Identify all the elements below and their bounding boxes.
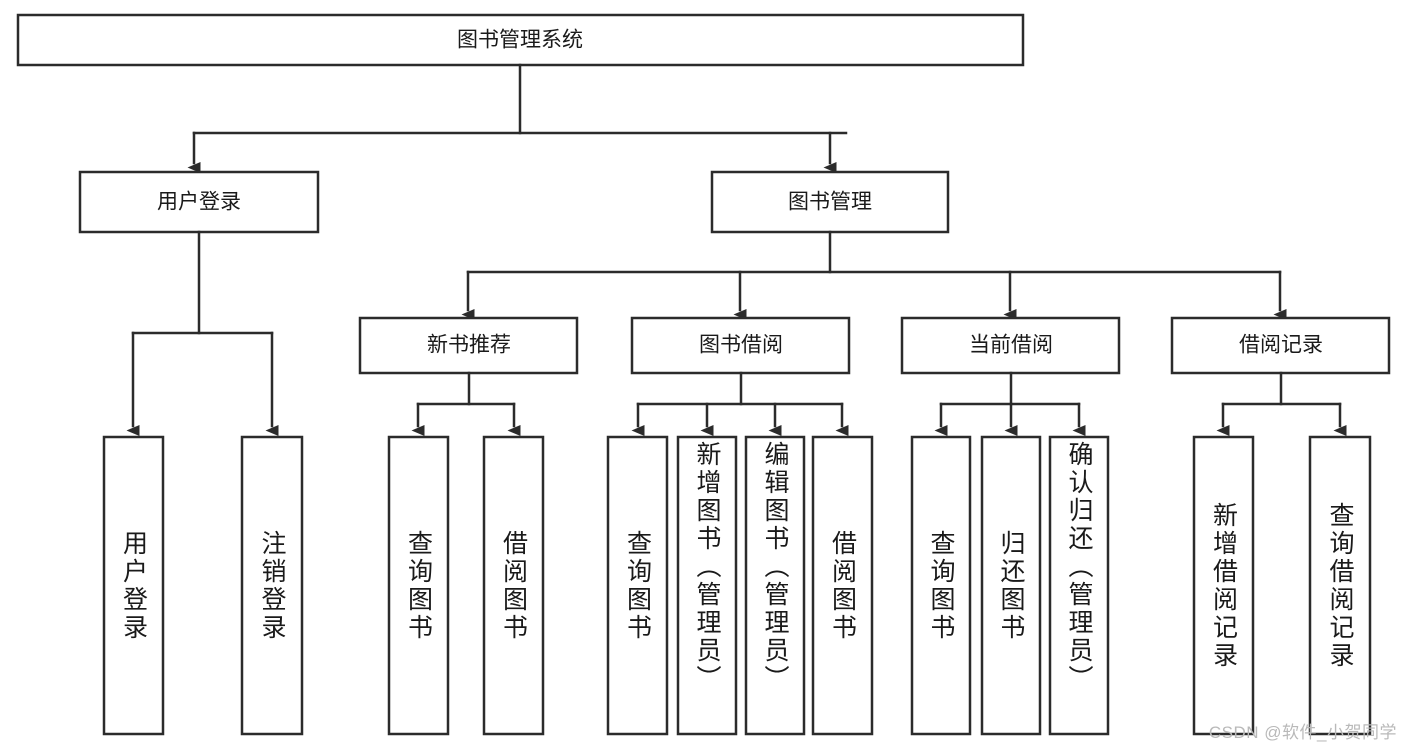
node-user-login[interactable]: 用户登录 <box>78 170 320 234</box>
connector-borrow-record-to-leaves <box>1216 371 1347 436</box>
leaf-box-add-record[interactable] <box>1192 435 1255 736</box>
node-book-borrow[interactable]: 图书借阅 <box>630 316 851 375</box>
leaf-box-query-book-1[interactable] <box>387 435 450 736</box>
connector-book-borrow-to-leaves <box>631 371 849 436</box>
leaf-box-user-login[interactable] <box>102 435 165 736</box>
node-book-manage-label: 图书管理 <box>788 191 872 214</box>
node-user-login-box[interactable] <box>78 170 320 234</box>
node-user-login-label: 用户登录 <box>157 191 241 214</box>
node-current-borrow[interactable]: 当前借阅 <box>900 316 1121 375</box>
node-new-book-recommend-box[interactable] <box>358 316 579 375</box>
leaf-box-logout-login[interactable] <box>240 435 304 736</box>
connector-user-login-to-leaves <box>126 230 279 436</box>
leaf-box-query-book-3[interactable] <box>910 435 972 736</box>
node-book-manage[interactable]: 图书管理 <box>710 170 950 234</box>
leaf-box-confirm-return[interactable] <box>1048 435 1110 736</box>
node-root[interactable]: 图书管理系统 <box>16 13 1025 67</box>
connector-current-borrow-to-leaves <box>934 371 1086 436</box>
leaf-box-borrow-book-1[interactable] <box>482 435 545 736</box>
leaf-box-borrow-book-2[interactable] <box>811 435 874 736</box>
node-current-borrow-label: 当前借阅 <box>969 334 1053 357</box>
node-borrow-record[interactable]: 借阅记录 <box>1170 316 1391 375</box>
connector-book-manage-to-level2 <box>461 230 1287 320</box>
leaf-box-query-book-2[interactable] <box>606 435 669 736</box>
connector-new-book-recommend-to-leaves <box>411 371 521 436</box>
node-current-borrow-box[interactable] <box>900 316 1121 375</box>
leaf-box-edit-book[interactable] <box>744 435 806 736</box>
node-new-book-recommend-label: 新书推荐 <box>427 334 511 357</box>
node-book-borrow-label: 图书借阅 <box>699 334 783 357</box>
node-root-box[interactable] <box>16 13 1025 67</box>
leaf-box-query-record[interactable] <box>1308 435 1372 736</box>
node-root-label: 图书管理系统 <box>457 29 583 52</box>
leaf-box-add-book[interactable] <box>676 435 738 736</box>
node-borrow-record-label: 借阅记录 <box>1239 334 1323 357</box>
connector-root-to-level1 <box>187 63 848 173</box>
watermark: CSDN @软件_小贺同学 <box>1208 723 1397 742</box>
leaf-box-return-book[interactable] <box>980 435 1042 736</box>
node-new-book-recommend[interactable]: 新书推荐 <box>358 316 579 375</box>
